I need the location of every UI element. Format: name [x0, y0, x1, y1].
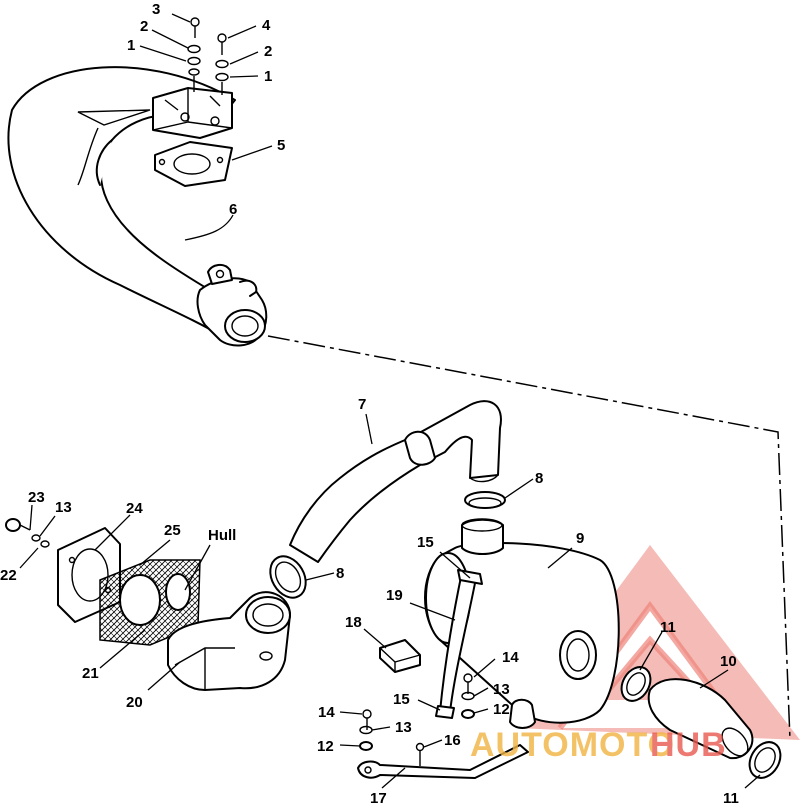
hose-clamp-11-lower: [748, 741, 782, 779]
watermark-text: AUTOMOTO HUB: [470, 726, 727, 764]
callout-1: 1: [127, 37, 135, 54]
callout-15: 15: [393, 691, 410, 708]
mounting-bracket-17: [357, 742, 529, 779]
callout-labels: 3 2 1 4 2 1 5 6 7 8 8 9 23 13 22 24 25 H…: [0, 1, 739, 806]
fastener-stack-left: [187, 17, 201, 92]
leader-lines: [19, 13, 761, 789]
callout-24: 24: [126, 500, 143, 517]
outlet-pipe-10: [647, 678, 754, 760]
callout-13: 13: [55, 499, 72, 516]
callout-9: 9: [576, 530, 584, 547]
callout-3: 3: [152, 1, 160, 18]
hose-clamp-8-lower: [269, 555, 307, 599]
callout-14: 14: [318, 704, 335, 721]
callout-18: 18: [345, 614, 362, 631]
exhaust-manifold-block: [152, 87, 233, 139]
callout-11: 11: [660, 619, 676, 636]
callout-2: 2: [264, 43, 272, 60]
callout-hull: Hull: [208, 527, 236, 544]
centerline-dashdot: [267, 335, 791, 741]
callout-14: 14: [502, 649, 519, 666]
callout-13: 13: [395, 719, 412, 736]
callout-8: 8: [336, 565, 344, 582]
callout-22: 22: [0, 567, 17, 584]
exhaust-elbow-20: [167, 591, 291, 691]
callout-21: 21: [82, 665, 99, 682]
callout-12: 12: [317, 738, 334, 755]
callout-20: 20: [126, 694, 143, 711]
gasket-25: [99, 559, 201, 646]
washer-22: [31, 534, 50, 548]
exhaust-hose-7: [289, 400, 502, 563]
callout-12: 12: [493, 701, 510, 718]
callout-2: 2: [140, 18, 148, 35]
callout-7: 7: [358, 396, 366, 413]
callout-5: 5: [277, 137, 285, 154]
callout-1: 1: [264, 68, 272, 85]
callout-13: 13: [493, 681, 510, 698]
callout-19: 19: [386, 587, 403, 604]
watermark-brand-a: AUTOMOTO: [470, 726, 675, 764]
callout-6: 6: [229, 201, 237, 218]
callout-10: 10: [720, 653, 737, 670]
callout-16: 16: [444, 732, 461, 749]
screw-23: [5, 518, 31, 532]
callout-15: 15: [417, 534, 434, 551]
callout-11: 11: [723, 790, 739, 806]
callout-8: 8: [535, 470, 543, 487]
foam-pad-18: [379, 639, 421, 673]
hose-clamp-8-upper: [464, 491, 506, 509]
gasket-5: [154, 141, 233, 187]
exhaust-pipe-6: [7, 66, 268, 347]
callout-17: 17: [370, 790, 387, 806]
hose-clamp-11-upper: [620, 666, 652, 702]
watermark-brand-b: HUB: [650, 726, 727, 764]
fastener-stack-14-13-12-right: [461, 673, 475, 719]
fastener-stack-14-13-12-left: [359, 709, 373, 751]
callout-4: 4: [262, 17, 271, 34]
callout-25: 25: [164, 522, 181, 539]
fastener-stack-right: [215, 33, 229, 95]
callout-23: 23: [28, 489, 45, 506]
